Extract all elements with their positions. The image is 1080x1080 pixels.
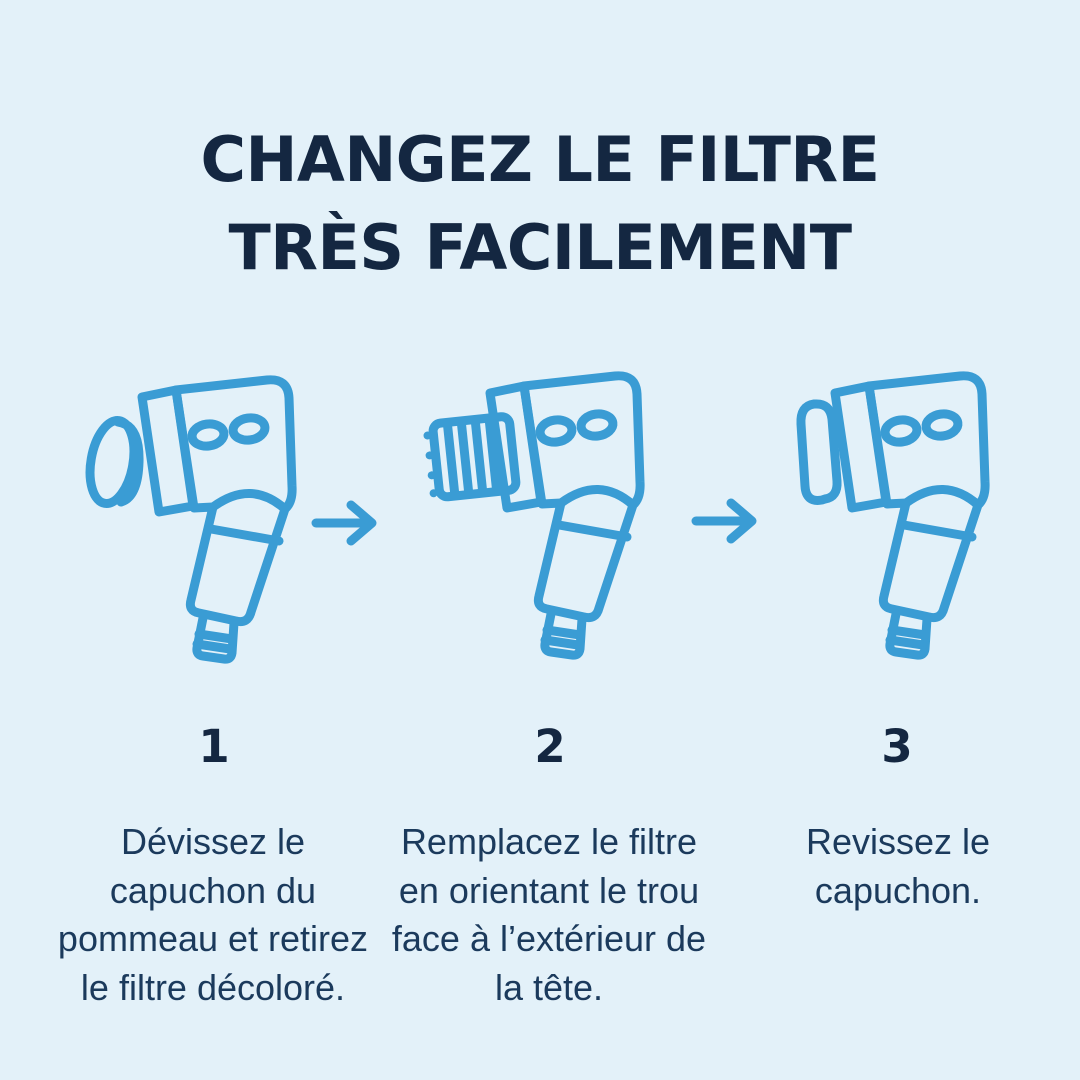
step-1-caption: Dévissez le capuchon du pommeau et retir… <box>13 818 413 1012</box>
caption-line: Remplacez le filtre <box>400 821 698 862</box>
caption-line: pommeau et retirez <box>57 918 369 959</box>
caption-line: le filtre décoloré. <box>80 966 346 1008</box>
page-title: CHANGEZ LE FILTRE TRÈS FACILEMENT <box>0 116 1080 292</box>
step-2-illustration <box>410 358 720 668</box>
caption-line: capuchon. <box>814 869 982 911</box>
step-2-caption: Remplacez le filtre en orientant le trou… <box>349 818 749 1012</box>
caption-line: capuchon du <box>109 869 317 911</box>
shower-head-cap-rescrew-drawing <box>796 358 1065 668</box>
shower-head-cap-removed-drawing <box>85 362 372 672</box>
title-line-1: CHANGEZ LE FILTRE <box>200 123 880 196</box>
step-3-illustration <box>755 358 1065 668</box>
step-number-1: 1 <box>198 720 230 773</box>
caption-line: Dévissez le <box>120 821 306 862</box>
arrow-right-icon <box>310 496 382 548</box>
arrow-right-icon <box>690 494 762 546</box>
shower-head-filter-drawing <box>423 358 720 668</box>
caption-line: en orientant le trou <box>398 869 700 911</box>
shower-head <box>835 376 985 655</box>
caption-line: la tête. <box>494 966 604 1008</box>
shower-head <box>490 376 640 655</box>
step-number-3: 3 <box>881 720 913 773</box>
step-3-caption: Revissez le capuchon. <box>698 818 1080 915</box>
cap-cylinder <box>85 415 144 509</box>
filter-cartridge <box>423 412 521 502</box>
caption-line: Revissez le <box>805 821 991 862</box>
title-line-2: TRÈS FACILEMENT <box>228 211 852 284</box>
step-1-illustration <box>62 362 372 672</box>
caption-line: face à l’extérieur de <box>391 918 707 959</box>
cap-side-view <box>796 399 842 505</box>
step-number-2: 2 <box>534 720 566 773</box>
shower-head <box>142 380 292 659</box>
